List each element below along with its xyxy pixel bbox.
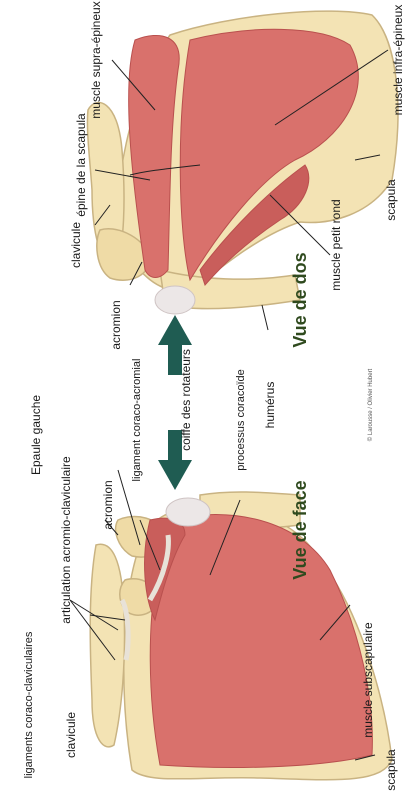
label-coracoclavicular-lig: ligaments coraco-claviculaires (23, 631, 35, 778)
label-subscapularis: muscle subscapulaire (361, 622, 375, 738)
title-text: Epaule gauche (29, 395, 43, 475)
label-ac-joint: articulation acromio-claviculaire (59, 456, 73, 624)
label-coracoid: processus coracoïde (235, 369, 247, 471)
back-view (87, 11, 397, 314)
label-acromion-back: acromion (109, 300, 123, 349)
front-view-title: Vue de face (290, 480, 310, 579)
rotator-cuff-front-tendon (166, 498, 210, 526)
label-scapula-back: scapula (384, 179, 398, 221)
label-clavicle-front: clavicule (64, 712, 78, 758)
credit-text: © Larousse / Olivier Hubert (367, 368, 374, 441)
back-view-title: Vue de dos (290, 252, 310, 347)
label-scapula-front: scapula (384, 749, 398, 791)
rotator-cuff-back-tendon (155, 286, 195, 314)
label-teres-minor: muscle petit rond (329, 199, 343, 290)
label-coracoacromial-lig: ligament coraco-acromial (131, 359, 143, 482)
label-supraspinatus: muscle supra-épineux (89, 1, 103, 118)
clavicle-front-bone (90, 544, 124, 747)
label-infraspinatus: muscle infra-épineux (391, 5, 405, 116)
label-humerus: humérus (263, 382, 277, 429)
label-clavicle-back: clavicule (69, 222, 83, 268)
subscapularis-muscle (150, 514, 372, 767)
label-acromion-front: acromion (101, 480, 115, 529)
label-spine: épine de la scapula (74, 113, 88, 217)
front-view (90, 492, 392, 780)
label-rotator-cuff: coiffe des rotateurs (179, 349, 193, 451)
